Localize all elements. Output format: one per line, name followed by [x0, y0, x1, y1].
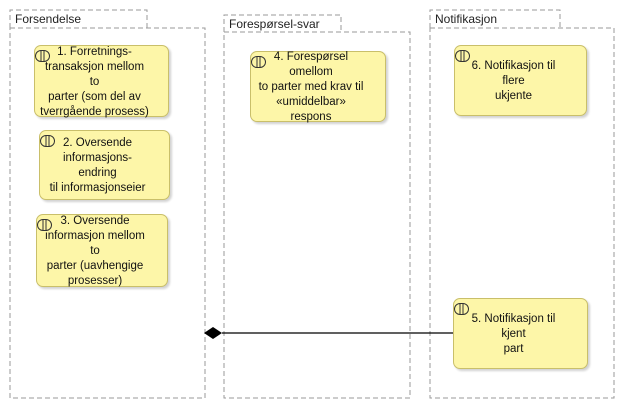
business-service-icon	[454, 303, 469, 315]
service-4-label: 4. Forespørsel omellom to parter med kra…	[258, 51, 364, 123]
service-1[interactable]: 1. Forretnings- transaksjon mellom to pa…	[34, 45, 169, 118]
service-4[interactable]: 4. Forespørsel omellom to parter med kra…	[250, 51, 386, 123]
business-service-icon	[35, 50, 50, 62]
group-foresporsel-svar-frame	[223, 14, 411, 399]
service-3[interactable]: 3. Oversende informasjon mellom to parte…	[36, 214, 168, 287]
aggregation-diamond	[204, 327, 222, 339]
service-6[interactable]: 6. Notifikasjon til flere ukjente	[454, 45, 587, 116]
service-3-label: 3. Oversende informasjon mellom to parte…	[45, 215, 145, 287]
service-1-label: 1. Forretnings- transaksjon mellom to pa…	[40, 45, 149, 118]
group-label-notifikasjon: Notifikasjon	[435, 12, 498, 26]
group-notifikasjon-frame	[429, 9, 615, 399]
service-5-label: 5. Notifikasjon til kjent part	[471, 313, 556, 355]
service-2[interactable]: 2. Oversende informasjons-endring til in…	[39, 130, 170, 200]
business-service-icon	[40, 135, 55, 147]
group-forsendelse-frame	[9, 9, 206, 399]
business-service-icon	[455, 50, 470, 62]
service-2-label: 2. Oversende informasjons-endring til in…	[49, 137, 146, 194]
service-5[interactable]: 5. Notifikasjon til kjent part	[453, 298, 588, 369]
group-label-forsendelse: Forsendelse	[15, 12, 82, 26]
group-label-foresporsel-svar: Forespørsel-svar	[229, 17, 320, 31]
service-6-label: 6. Notifikasjon til flere ukjente	[471, 60, 556, 102]
business-service-icon	[37, 219, 52, 231]
business-service-icon	[251, 56, 266, 68]
